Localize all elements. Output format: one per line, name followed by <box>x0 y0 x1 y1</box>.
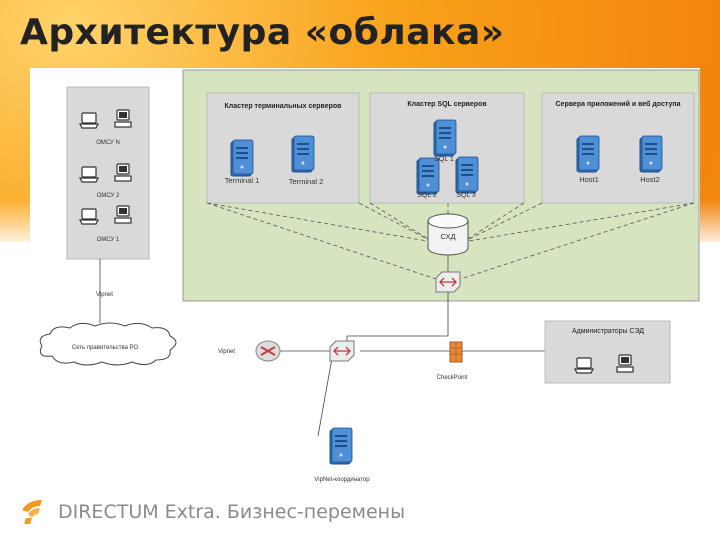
client-group-omsu-2: ОМСУ 2 <box>79 163 132 199</box>
node-label: SQL 2 <box>417 192 437 199</box>
server-icon <box>433 119 457 157</box>
footer: DIRECTUM Extra. Бизнес-перемены <box>18 494 405 530</box>
desktop-icon <box>616 354 634 373</box>
server-icon <box>639 135 663 173</box>
client-group-omsu-n: ОМСУ N <box>79 109 132 146</box>
firewall-label: CheckPoint <box>437 375 468 381</box>
cluster-links <box>206 202 695 284</box>
gov-network-cloud <box>39 322 177 366</box>
network-links <box>99 259 545 437</box>
client-label: ОМСУ N <box>96 140 120 146</box>
server-icon <box>230 139 254 177</box>
admins-panel <box>544 320 671 384</box>
client-label: ОМСУ 1 <box>97 237 120 243</box>
node-label: SQL 3 <box>456 192 476 199</box>
router-icon <box>255 340 281 362</box>
directum-logo-icon <box>22 500 42 524</box>
node-label: Host1 <box>579 175 599 184</box>
desktop-icon <box>114 109 132 128</box>
desktop-icon <box>114 205 132 224</box>
laptop-icon <box>79 112 99 129</box>
client-label: ОМСУ 2 <box>97 193 120 199</box>
diagram-canvas: ОМСУ N ОМСУ 2 ОМСУ 1 Кластер терминальны… <box>30 68 700 500</box>
vipnet-router-label: Vipnet <box>218 349 235 355</box>
laptop-icon <box>79 166 99 183</box>
server-icon <box>576 135 600 173</box>
server-icon <box>291 135 315 173</box>
server-icon <box>455 156 479 194</box>
clients-panel <box>66 86 150 260</box>
footer-text: DIRECTUM Extra. Бизнес-перемены <box>58 501 406 523</box>
switch-icon <box>329 340 355 362</box>
cluster-title-sql: Кластер SQL серверов <box>407 101 487 108</box>
slide-title: Архитектура «облака» <box>20 12 505 53</box>
storage-label: СХД <box>440 232 455 241</box>
switch-icon <box>435 271 461 293</box>
client-group-omsu-1: ОМСУ 1 <box>79 205 132 243</box>
storage-icon <box>427 213 469 256</box>
node-label: Terminal 1 <box>225 176 260 185</box>
firewall-icon <box>449 341 463 363</box>
gov-network-label: Сеть правительства РО <box>72 345 139 351</box>
laptop-icon <box>79 208 99 225</box>
cluster-title-terminal: Кластер терминальных серверов <box>225 103 343 110</box>
server-icon <box>416 157 440 195</box>
server-icon <box>329 427 353 465</box>
desktop-icon <box>114 163 132 182</box>
node-label: SQL 1 <box>434 156 454 163</box>
vipnet-label: Vipnet <box>96 292 113 298</box>
cluster-title-apps: Сервера приложений и веб доступа <box>556 100 681 108</box>
node-label: Host2 <box>640 175 660 184</box>
node-label: Terminal 2 <box>289 177 324 186</box>
coordinator-label: VipNet-координатор <box>314 477 370 483</box>
cluster-panel-apps <box>541 92 695 204</box>
admins-label: Администраторы СЭД <box>572 328 644 335</box>
laptop-icon <box>574 357 594 374</box>
